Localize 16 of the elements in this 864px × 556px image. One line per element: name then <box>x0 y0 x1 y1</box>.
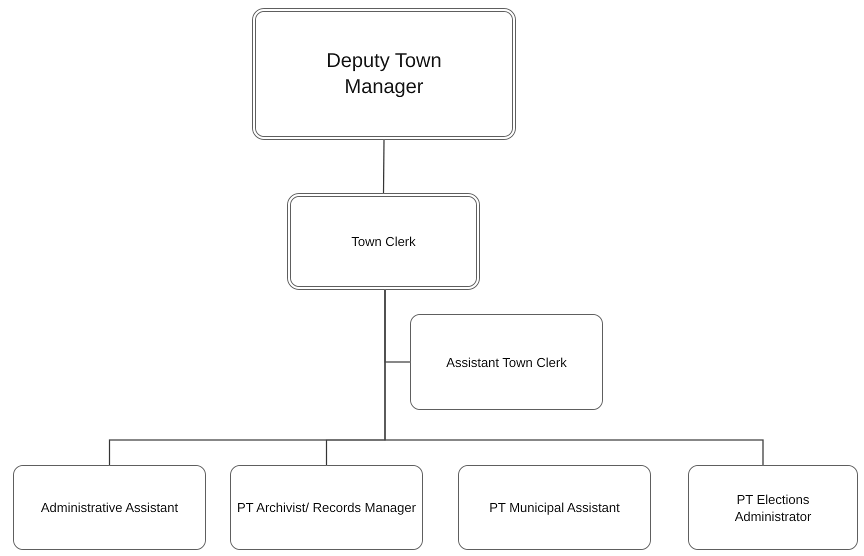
clerk-box <box>287 193 480 290</box>
staff-box <box>688 465 858 550</box>
role-title: Deputy Town Manager <box>325 49 443 100</box>
role-title: Assistant Town Clerk <box>446 354 567 370</box>
role-title: PT Elections Administrator <box>734 490 812 524</box>
role-title: Administrative Assistant <box>40 499 178 516</box>
staff-box <box>230 465 423 550</box>
connector-line <box>382 140 385 193</box>
role-title: Town Clerk <box>351 233 416 250</box>
manager-box <box>252 8 516 140</box>
assistant-box <box>410 314 603 410</box>
staff-box <box>13 465 206 550</box>
role-title: PT Municipal Assistant <box>489 499 620 516</box>
connector-line <box>384 290 764 465</box>
staff-box <box>458 465 651 550</box>
role-title: PT Archivist/ Records Manager <box>237 499 416 516</box>
